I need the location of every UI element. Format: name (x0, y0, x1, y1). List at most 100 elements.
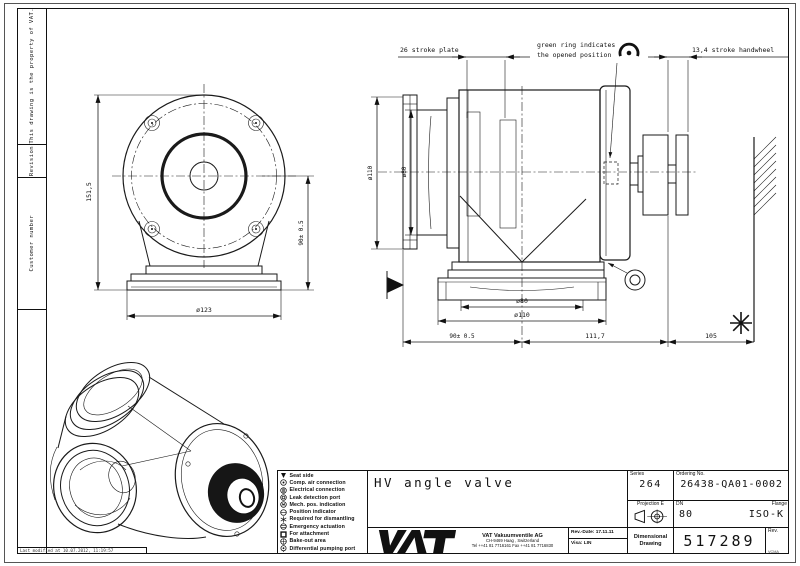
vat-logo (378, 529, 457, 553)
flange-value: ISO-K (748, 508, 784, 520)
dim-front-height: 151,5 (85, 182, 93, 202)
dn-flange-cell: DN Flange 80 ISO-K (673, 500, 789, 527)
legend-item: Comp. air connection (278, 479, 367, 487)
title-cell: HV angle valve (367, 470, 627, 527)
legend-item: Mech. pos. indication (278, 501, 367, 509)
plot-stamp: Last modified at 10.07.2012, 11:19:57 (20, 548, 114, 553)
doc-type-line2: Drawing (639, 541, 662, 547)
legend-item: Position indicator (278, 508, 367, 516)
handwheel-ring (675, 134, 689, 216)
annotation-green-ring-1: green ring indicates (537, 41, 615, 49)
legend-label: Leak detection port (289, 494, 341, 501)
ordering-value: 26438-QA01-0002 (680, 478, 783, 490)
plot-stamp-box: Last modified at 10.07.2012, 11:19:57 (17, 547, 147, 554)
position-indicator-icon (280, 508, 287, 516)
company-address: CH-9469 Haag , Switzerland (485, 538, 540, 544)
mounting-wall (753, 136, 777, 342)
legend-label: For attachment (289, 531, 330, 538)
legend-label: Position indicator (289, 509, 337, 516)
doc-type-line1: Dimensional (633, 533, 668, 540)
legend-label: Electrical connection (289, 487, 345, 494)
legend-item: Electrical connection (278, 487, 367, 494)
drawing-title: HV angle valve (374, 475, 515, 490)
drawing-number-cell: 517289 (673, 527, 765, 554)
series-label: Series (630, 471, 645, 477)
leak-detection-symbol (607, 262, 646, 291)
legend-label: Bake-out area (289, 538, 326, 545)
legend-item: Emergency actuation (278, 523, 367, 530)
side-view: 26 stroke plate 13,4 stroke handwheel gr… (367, 41, 788, 348)
rev-cell: Rev. (765, 527, 789, 554)
handwheel-knurl (642, 134, 669, 216)
dismantling-icon (280, 516, 287, 523)
symbol-legend: Seat side Comp. air connection Electrica… (277, 470, 367, 554)
diff-pumping-icon (280, 545, 287, 553)
company-phone: Tel ++41 81 7716161 Fax ++41 81 7716830 (471, 543, 554, 549)
corner-stamp: VCMA (768, 549, 779, 554)
green-ring-hidden (603, 161, 619, 185)
legend-item: Bake-out area (278, 538, 367, 545)
company-cell: VAT Vakuumventile AG CH-9469 Haag , Swit… (367, 527, 568, 554)
legend-label: Comp. air connection (289, 479, 346, 486)
property-note: This drawing is the property of VAT. (28, 8, 35, 144)
flange-bolt (144, 115, 264, 237)
bellows (466, 111, 481, 217)
revision-label: Revision (28, 145, 35, 177)
series-cell: Series 264 (627, 470, 673, 500)
leak-detection-icon (280, 494, 287, 501)
isometric-view (50, 361, 270, 539)
attachment-icon (280, 530, 287, 538)
rev-label: Rev. (768, 528, 778, 534)
dn-value: 80 (679, 508, 694, 520)
bellows (499, 119, 517, 229)
legend-label: Required for dismantling (289, 516, 355, 523)
legend-item: Required for dismantling (278, 516, 367, 523)
projection-label: Projection E (637, 501, 664, 507)
dismantling-symbol (730, 312, 752, 334)
dim-side-dia-outer: ø110 (367, 165, 374, 180)
revision-date-cell: Rev.-Date: 17.11.11 Visa: LIN (568, 527, 627, 554)
front-view: 151,5 90± 0.5 ø123 (85, 84, 314, 320)
sheet-outer-border (4, 3, 796, 563)
annotation-green-ring-2: the opened position (537, 51, 611, 59)
rev-date: Rev.-Date: 17.11.11 (571, 530, 614, 535)
electrical-icon (280, 487, 287, 494)
legend-item: For attachment (278, 530, 367, 538)
iso-handwheel (207, 463, 265, 523)
legend-label: Emergency actuation (289, 523, 345, 530)
legend-label: Differential pumping port (289, 545, 356, 552)
ordering-label: Ordering No. (676, 471, 705, 477)
ordering-cell: Ordering No. 26438-QA01-0002 (673, 470, 789, 500)
company-name: VAT Vakuumventile AG (482, 532, 543, 539)
green-ring-symbol (608, 42, 640, 159)
company-block: VAT Vakuumventile AG CH-9469 Haag , Swit… (457, 533, 568, 549)
annotation-stroke-plate: 26 stroke plate (400, 46, 459, 54)
legend-item: Seat side (278, 472, 367, 479)
legend-item: Leak detection port (278, 494, 367, 501)
flange-label: Flange (771, 501, 787, 507)
visa: Visa: LIN (569, 538, 627, 548)
dim-bottom-dia-inner: ø80 (516, 297, 528, 305)
emergency-actuation-icon (280, 523, 287, 530)
projection-cell: Projection E (627, 500, 673, 527)
customer-number-label: Customer number (28, 215, 35, 272)
legend-label: Seat side (289, 472, 314, 479)
legend-label: Mech. pos. indication (289, 501, 346, 508)
dim-bottom-mid: 111,7 (585, 332, 605, 340)
annotation-stroke-handwheel: 13,4 stroke handwheel (692, 46, 774, 54)
dim-bottom-right: 105 (705, 332, 717, 340)
bake-out-icon (280, 538, 287, 545)
dim-front-half: 90± 0.5 (298, 220, 305, 246)
dim-side-dia-inner: ø80 (401, 166, 408, 177)
dim-bottom-dia-outer: ø110 (514, 311, 530, 319)
legend-item: Differential pumping port (278, 545, 367, 553)
doc-type-cell: Dimensional Drawing (627, 527, 673, 554)
dn-label: DN (676, 501, 684, 507)
seat-side-arrow (386, 271, 404, 299)
first-angle-projection-icon (634, 508, 667, 524)
seat-side-icon (281, 473, 286, 479)
sheet-margin-strip: This drawing is the property of VAT. Rev… (17, 8, 47, 554)
dim-front-dia: ø123 (196, 306, 212, 314)
